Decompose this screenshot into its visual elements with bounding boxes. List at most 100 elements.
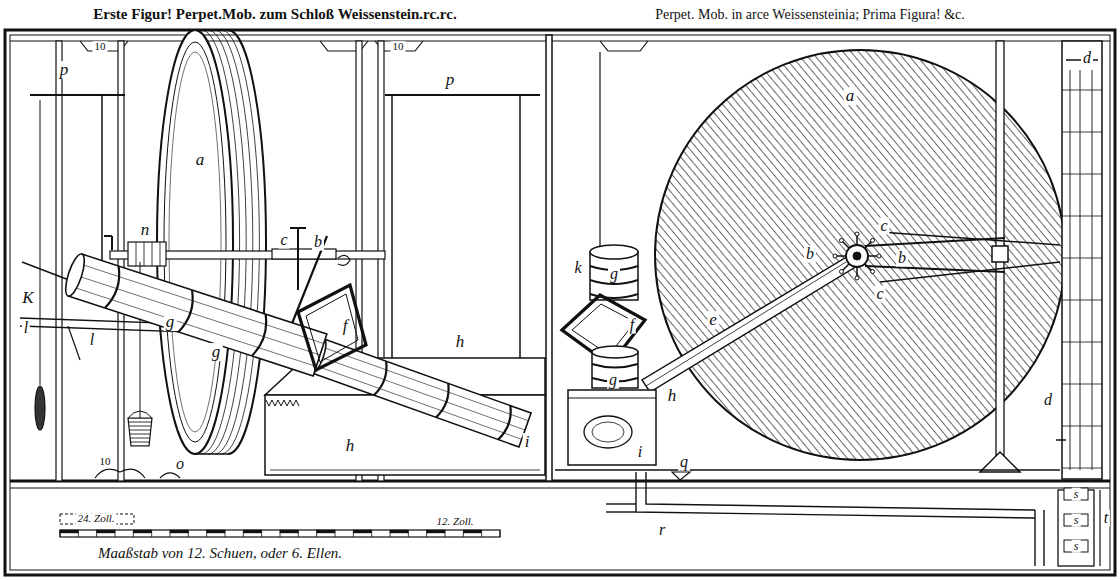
- engraving-part: [280, 530, 298, 533]
- engraving-part: [500, 530, 501, 537]
- part-letter: e: [707, 311, 719, 329]
- part-letter: g: [210, 343, 223, 361]
- engraving-part: [318, 356, 525, 430]
- engraving-part: [128, 418, 152, 446]
- engraving-part: [1043, 510, 1044, 566]
- engraving-part: [68, 254, 327, 376]
- part-letter: b: [896, 250, 908, 267]
- engraving-part: [243, 530, 261, 533]
- engraving-part: [95, 469, 145, 478]
- engraving-part: [68, 326, 80, 360]
- engraving-part: [261, 530, 262, 537]
- engraving-part: [5, 30, 1115, 575]
- engraving-part: [980, 452, 1020, 472]
- engraving-part: [353, 530, 371, 533]
- engraving-part: [60, 514, 134, 524]
- engraving-part: [871, 270, 875, 274]
- engraving-part: [164, 42, 226, 442]
- engraving-part: [599, 52, 600, 250]
- engraving-part: [157, 30, 233, 454]
- engraving-part: [40, 100, 41, 385]
- engraving-part: [178, 290, 192, 332]
- part-letter: r: [657, 522, 667, 539]
- part-letter: a: [194, 151, 207, 169]
- engraving-part: [160, 242, 161, 266]
- engraving-part: [436, 383, 448, 417]
- engraving-part: [519, 95, 521, 358]
- engraving-part: [546, 35, 552, 481]
- engraving-part: [562, 295, 645, 365]
- engraving-part: [335, 530, 336, 537]
- part-letter: 10: [391, 41, 406, 53]
- engraving-part: [880, 232, 1060, 245]
- engraving-part: [317, 530, 335, 533]
- engraving-part: [606, 511, 636, 512]
- part-letter: d: [1081, 50, 1093, 67]
- engraving-part: [60, 530, 78, 533]
- engraving-part: [408, 530, 409, 537]
- scale-label: Maaßstab von 12. Schuen, oder 6. Ellen.: [96, 546, 344, 562]
- engraving-part: [590, 245, 638, 259]
- engraving-part: [672, 472, 690, 480]
- part-letter: h: [666, 387, 679, 405]
- engraving-part: [104, 235, 112, 237]
- part-letter: 10: [93, 41, 108, 53]
- engraving-part: [1062, 216, 1102, 217]
- part-letter: a: [844, 87, 857, 105]
- part-letter: f: [628, 317, 636, 334]
- engraving-part: [5, 30, 1115, 575]
- engraving-part: [1058, 490, 1094, 566]
- engraving-part: [1062, 342, 1102, 343]
- engraving-part: [152, 242, 153, 266]
- engraving-part: [252, 314, 266, 356]
- engraving-part: [266, 400, 299, 406]
- engraving-part: [642, 255, 857, 392]
- part-letter: o: [174, 456, 186, 473]
- part-letter: l: [88, 332, 96, 349]
- engraving-part: [833, 254, 837, 258]
- part-letter: l: [22, 320, 30, 337]
- engraving-part: [306, 294, 358, 362]
- engraving-part: [445, 530, 446, 537]
- engraving-part: [1080, 70, 1081, 470]
- part-letter: g: [607, 372, 619, 389]
- engraving-part: [272, 249, 336, 259]
- part-letter: c: [878, 218, 889, 235]
- engraving-part: [1062, 132, 1102, 133]
- engraving-part: [1034, 510, 1035, 566]
- engraving-part: [136, 242, 137, 266]
- engraving-part: [1064, 488, 1088, 500]
- engraving-part: [315, 365, 522, 439]
- engraving-part: [371, 530, 372, 537]
- engraving-part: [992, 246, 1008, 262]
- engraving-part: [35, 386, 45, 430]
- engraving-part: [30, 94, 125, 96]
- engraving-part: [1062, 174, 1102, 175]
- engraving-part: [71, 287, 316, 367]
- engraving-part: [290, 227, 306, 229]
- part-letter: b: [804, 246, 816, 263]
- engraving-part: [10, 40, 546, 41]
- engraving-part: [568, 398, 656, 399]
- part-letter: K: [20, 289, 35, 307]
- engraving-part: [552, 40, 1110, 41]
- engraving-part: [592, 422, 624, 442]
- engraving-part: [1062, 300, 1102, 301]
- part-letter: d: [1042, 392, 1054, 409]
- engraving-part: [207, 530, 225, 533]
- engraving-part: [568, 390, 656, 465]
- figure-heading: Perpet. Mob. in arce Weissensteinia; Pri…: [653, 8, 967, 23]
- part-letter: g: [164, 313, 177, 331]
- part-letter: t: [1102, 510, 1110, 527]
- part-letter: i: [636, 444, 644, 461]
- engraving-part: [1056, 439, 1066, 441]
- engraving-part: [1062, 468, 1102, 469]
- engraving-part: [555, 469, 1060, 471]
- engraving-part: [169, 52, 221, 432]
- engraving-part: [56, 41, 62, 481]
- engraving-part: [1062, 90, 1102, 91]
- engraving-part: [390, 530, 408, 533]
- engraving-part: [463, 530, 481, 533]
- engraving-part: [877, 254, 881, 258]
